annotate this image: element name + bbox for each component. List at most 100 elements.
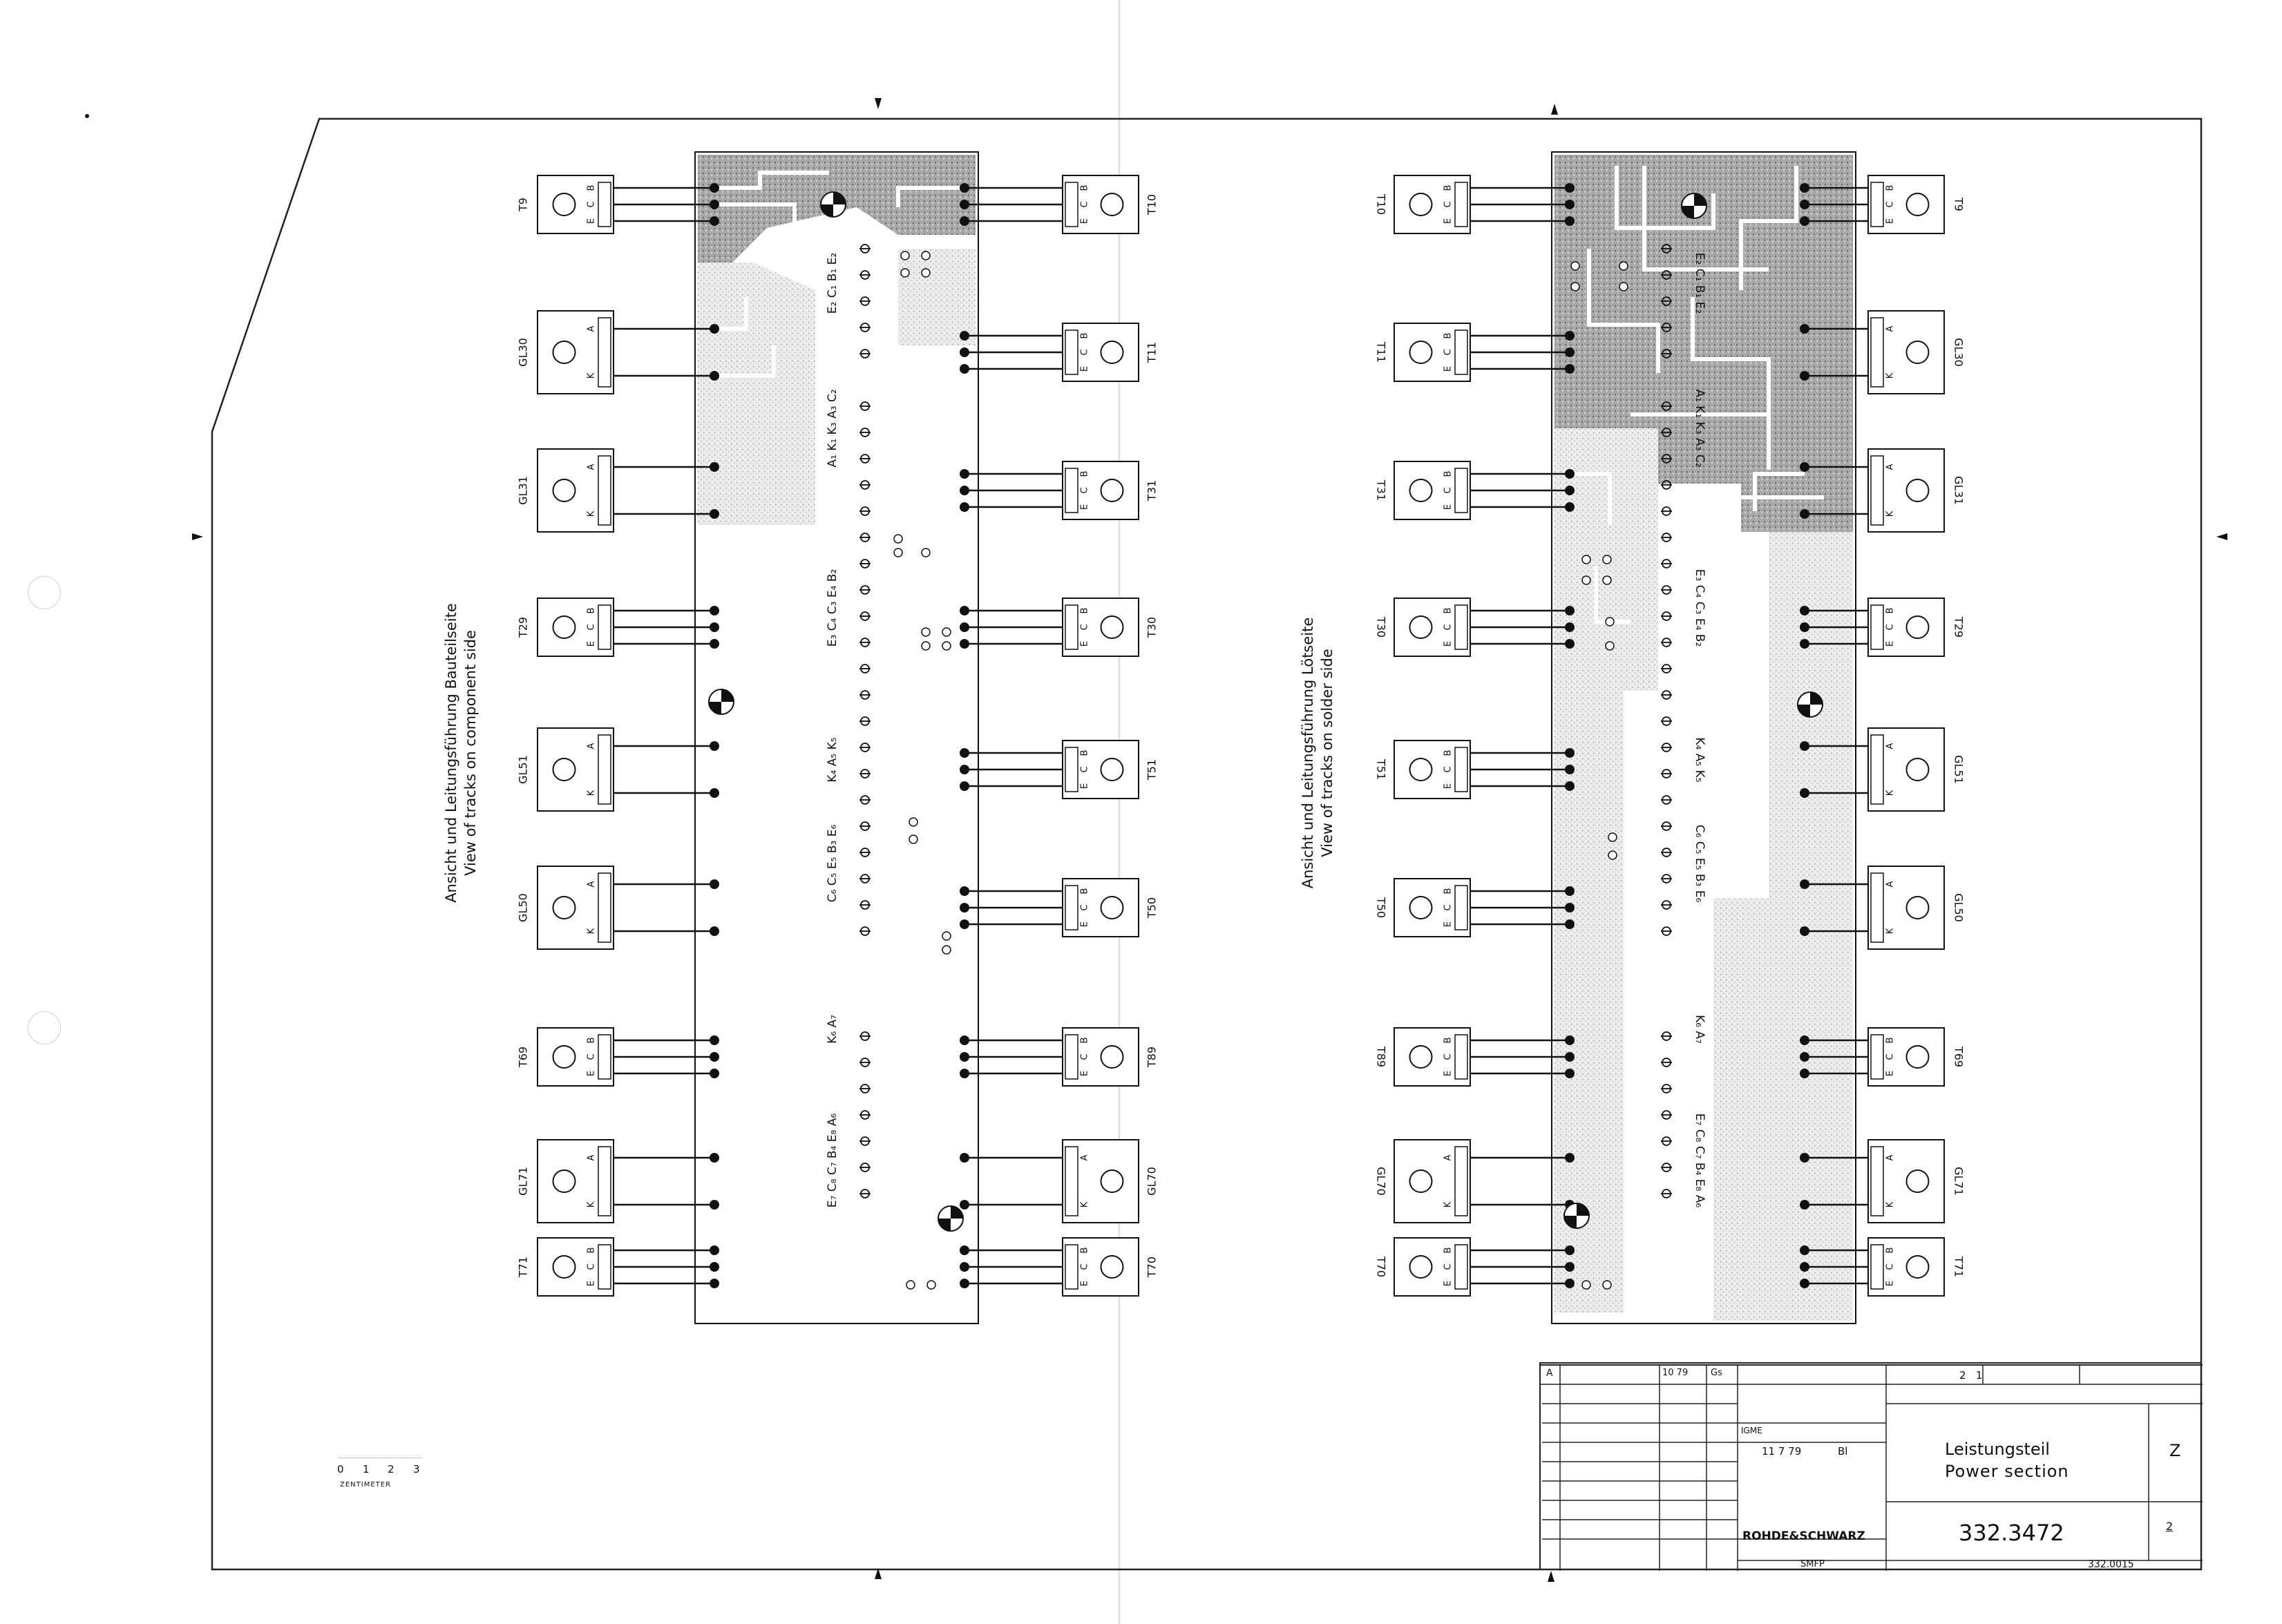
pin-letter: E — [587, 1281, 597, 1286]
solder-pad — [960, 622, 969, 632]
mounting-hole — [552, 758, 576, 781]
solder-pad — [960, 919, 969, 929]
solder-pad — [710, 509, 719, 519]
pin-letter: A — [587, 464, 597, 470]
test-hole — [942, 931, 951, 941]
solder-pad — [1565, 331, 1575, 341]
pin-letter: K — [1885, 790, 1896, 796]
pin-strip — [598, 317, 611, 388]
solder-pad — [710, 216, 719, 226]
pin-letter: C — [1080, 1053, 1090, 1060]
solder-pad — [1800, 371, 1809, 381]
pin-label-group: E₇ C₈ C₇ B₄ E₈ A₆ — [826, 1114, 839, 1208]
solder-pad — [1800, 1262, 1809, 1272]
pin-label-group: E₂ C₁ B₁ E₂ — [1693, 253, 1706, 314]
solder-pad — [1800, 1245, 1809, 1255]
pin-strip — [1454, 604, 1468, 650]
test-hole — [900, 268, 910, 278]
pin-letter: B — [1885, 1038, 1896, 1044]
solder-pad — [710, 639, 719, 649]
solder-pad — [1800, 1279, 1809, 1288]
solder-pad — [960, 1262, 969, 1272]
solder-pad — [710, 926, 719, 936]
solder-pad — [710, 788, 719, 798]
fiducial-mark — [708, 689, 734, 715]
pin-strip — [1065, 182, 1078, 227]
pin-letter: K — [1443, 1201, 1454, 1207]
part-label: T51 — [1145, 759, 1159, 781]
mounting-hole — [1100, 341, 1124, 364]
pin-letter: A — [587, 881, 597, 887]
part-label: GL71 — [1952, 1167, 1966, 1196]
test-hole — [1602, 575, 1612, 585]
pin-label-group: K₄ A₅ K₅ — [826, 737, 839, 782]
part-label: T10 — [1145, 194, 1159, 216]
solder-pad — [960, 502, 969, 512]
solder-pad — [960, 1153, 969, 1163]
solder-pad — [1800, 1153, 1809, 1163]
part-label: GL30 — [1952, 338, 1966, 367]
pin-letter: E — [1443, 218, 1454, 224]
solder-pad — [1565, 765, 1575, 774]
solder-pad — [710, 741, 719, 751]
test-hole — [1602, 1280, 1612, 1290]
copper-track — [714, 297, 748, 331]
pin-label-group: A₁ K₁ K₃ A₃ C₂ — [1693, 389, 1706, 467]
pin-letter: E — [1080, 218, 1090, 224]
solder-pad — [1800, 200, 1809, 209]
mounting-hole — [1905, 1045, 1930, 1069]
solder-pad — [1565, 748, 1575, 758]
part-label: T69 — [517, 1047, 530, 1068]
fiducial-mark — [820, 191, 846, 218]
mounting-hole — [1409, 1045, 1433, 1069]
solder-pad — [960, 781, 969, 791]
pin-strip — [1065, 329, 1078, 375]
solder-pad — [1565, 469, 1575, 479]
test-hole — [942, 945, 951, 955]
pin-letter: E — [1885, 218, 1896, 224]
pin-letter: C — [1080, 349, 1090, 355]
pin-strip — [598, 604, 611, 650]
pin-label-group: E₃ C₄ C₃ E₄ B₂ — [826, 569, 839, 647]
scale-tick-1: 1 — [363, 1463, 370, 1475]
test-hole — [900, 251, 910, 260]
punch-hole — [28, 576, 61, 609]
solder-pad — [960, 1279, 969, 1288]
part-label: GL51 — [517, 755, 530, 784]
pin-letter: B — [1443, 1248, 1454, 1254]
reference-number: 332.0015 — [2088, 1559, 2134, 1570]
solder-pad — [710, 1279, 719, 1288]
pin-letter: B — [1443, 608, 1454, 614]
part-label: T71 — [1952, 1256, 1966, 1277]
mounting-hole — [552, 193, 576, 216]
pin-letter: K — [587, 510, 597, 517]
pin-letter: B — [1080, 333, 1090, 339]
copper-track — [1570, 472, 1612, 525]
pin-letter: B — [587, 608, 597, 614]
punch-hole — [28, 1011, 61, 1044]
mounting-hole — [1409, 341, 1433, 364]
solder-pad — [1800, 1200, 1809, 1210]
pin-letter: A — [587, 743, 597, 749]
pin-letter: K — [587, 372, 597, 379]
pin-letter: K — [587, 928, 597, 934]
solder-pad — [1565, 1279, 1575, 1288]
solder-pad — [960, 1245, 969, 1255]
pin-letter: E — [1443, 1281, 1454, 1286]
scale-tick-3: 3 — [413, 1463, 420, 1475]
revision-date: 10 79 — [1662, 1368, 1689, 1378]
part-label: GL51 — [1952, 755, 1966, 784]
solder-pad — [1565, 1052, 1575, 1062]
pin-letter: C — [1080, 904, 1090, 910]
pin-strip — [1870, 872, 1884, 943]
mounting-hole — [1905, 896, 1930, 919]
part-label: T50 — [1145, 897, 1159, 919]
pin-letter: E — [1885, 641, 1896, 647]
pin-strip — [598, 182, 611, 227]
